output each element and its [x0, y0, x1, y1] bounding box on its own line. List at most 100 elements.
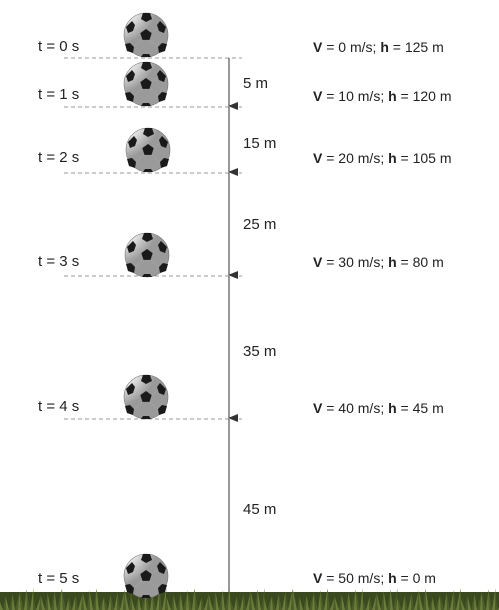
grass-blade [117, 592, 120, 610]
grass-blade [45, 594, 48, 610]
grass-blade [24, 590, 27, 610]
height-symbol: h [388, 400, 397, 416]
grass-blade [417, 591, 420, 610]
grass-blade [162, 588, 167, 610]
grass-blade [66, 598, 69, 610]
grass-blade [250, 591, 255, 610]
distance-label-2: 15 m [243, 135, 277, 152]
height-value: = 125 m [388, 39, 444, 55]
height-symbol: h [388, 570, 397, 586]
grass-blade [264, 598, 267, 610]
grass-blade [423, 589, 426, 610]
grass-blade [186, 591, 189, 610]
time-label-3: t = 3 s [38, 253, 80, 270]
grass-blade [390, 589, 393, 610]
grass-blade [459, 588, 462, 610]
grass-blade [313, 592, 318, 610]
velocity-symbol: V [313, 400, 323, 416]
grass-blade [180, 593, 183, 610]
grass-blade [114, 593, 118, 610]
velocity-value: = 0 m/s; [322, 39, 381, 55]
grass-blade [208, 594, 213, 610]
time-label-4: t = 4 s [38, 398, 80, 415]
grass-blade [299, 597, 303, 610]
grass-blade [348, 592, 351, 610]
grass-blade [18, 592, 21, 610]
grass-blade [5, 596, 9, 610]
grass-blade [488, 589, 492, 610]
grass-blade [318, 591, 321, 610]
grass-blade [354, 590, 357, 610]
grass-blade [207, 595, 210, 610]
soccer-ball-icon [122, 373, 170, 426]
time-label-1: t = 1 s [38, 86, 80, 103]
grass-blade [222, 590, 225, 610]
grass-blade [362, 598, 366, 610]
grass-blade [51, 592, 55, 610]
grass-blade [138, 596, 141, 610]
grass-blade [411, 593, 414, 610]
grass-blade [33, 598, 36, 610]
grass-blade [234, 597, 237, 610]
grass-blade [453, 590, 456, 610]
grass-blade [439, 594, 444, 610]
grass-blade [12, 594, 15, 610]
soccer-ball-icon [122, 11, 170, 64]
grass-blade [429, 598, 433, 610]
time-label-2: t = 2 s [38, 149, 80, 166]
grass-blade [334, 596, 339, 610]
grass-blade [171, 596, 174, 610]
grass-blade [54, 591, 57, 610]
grass-blade [81, 593, 84, 610]
grass-blade [312, 593, 315, 610]
height-value: = 0 m [396, 570, 436, 586]
grass-blade [61, 588, 66, 610]
grass-blade [450, 591, 454, 610]
distance-label-1: 5 m [243, 75, 269, 92]
grass-blade [460, 598, 465, 610]
grass-blade [215, 592, 219, 610]
grass-blade [425, 588, 429, 610]
grass-blade [339, 595, 342, 610]
grass-blade [0, 602, 3, 610]
velocity-value: = 50 m/s; [322, 570, 389, 586]
grass-blade [381, 592, 384, 610]
height-symbol: h [388, 150, 397, 166]
grass-blade [297, 598, 300, 610]
height-symbol: h [380, 39, 389, 55]
grass-blade [271, 595, 276, 610]
grass-blade [383, 591, 387, 610]
grass-blade [102, 597, 105, 610]
grass-blade [465, 597, 468, 610]
grass-blade [327, 588, 330, 610]
time-label-5: t = 5 s [38, 570, 80, 587]
grass-blade [9, 595, 13, 610]
grass-blade [228, 588, 231, 610]
grass-blade [240, 595, 244, 610]
grass-blade [93, 589, 97, 610]
grass-blade [124, 589, 129, 610]
grass-blade [270, 596, 273, 610]
grass-blade [355, 589, 360, 610]
grass-blade [345, 593, 349, 610]
grass-blade [39, 596, 42, 610]
grass-blade [3, 597, 6, 610]
grass-blade [418, 590, 423, 610]
grass-blade [249, 592, 252, 610]
state-label-1: V = 10 m/s; h = 120 m [313, 88, 452, 104]
grass-blade [320, 590, 324, 610]
soccer-ball-icon [123, 231, 171, 284]
grass-blade [68, 597, 72, 610]
velocity-value: = 20 m/s; [322, 150, 389, 166]
grass-blade [486, 590, 489, 610]
grass-blade [47, 593, 51, 610]
distance-label-3: 25 m [243, 216, 277, 233]
state-label-2: V = 20 m/s; h = 105 m [313, 150, 452, 166]
soccer-ball-icon [124, 126, 172, 179]
grass-blade [376, 593, 381, 610]
grass-blade [243, 594, 246, 610]
grass-blade [165, 598, 168, 610]
grass-blade [131, 598, 135, 610]
grass-blade [166, 597, 171, 610]
